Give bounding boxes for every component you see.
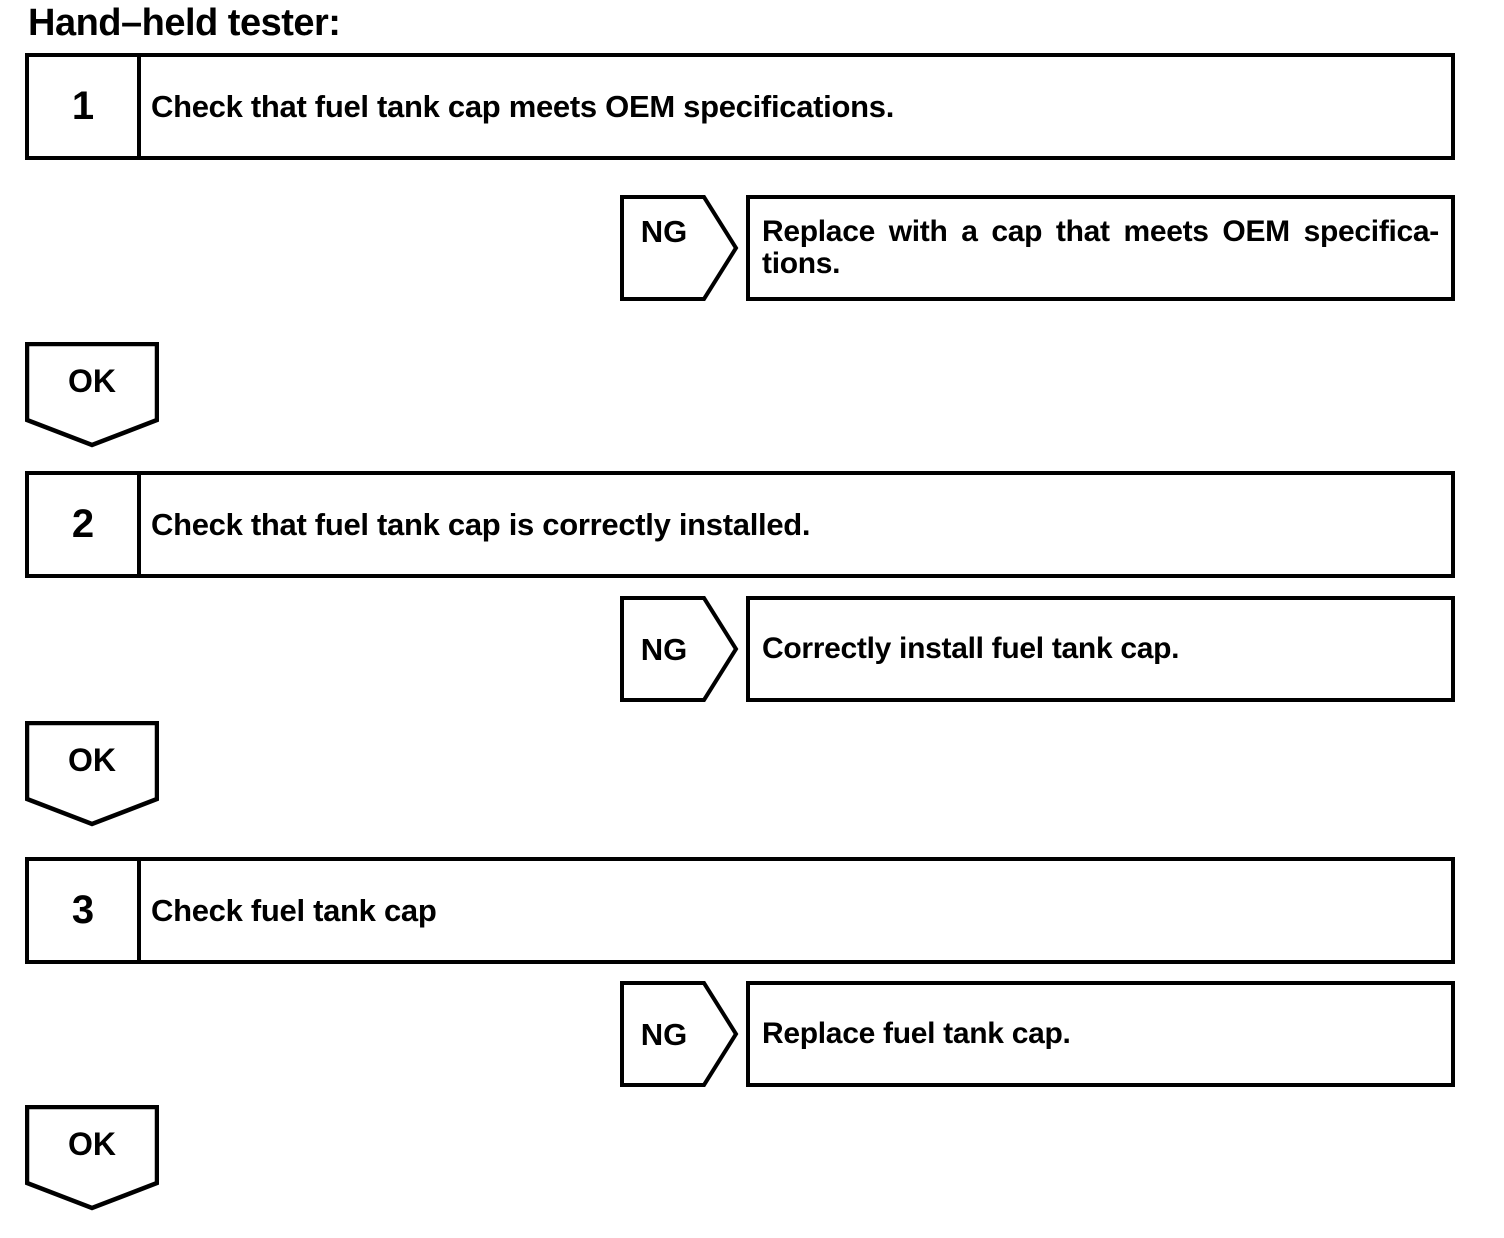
ok-label: OK <box>68 1126 116 1162</box>
step-instruction: Check that fuel tank cap is correctly in… <box>151 506 811 542</box>
ng-result-box: Correctly install fuel tank cap. <box>746 596 1455 702</box>
ng-branch-2: NG Correctly install fuel tank cap. <box>620 596 1455 702</box>
ok-label: OK <box>68 742 116 778</box>
ng-branch-3: NG Replace fuel tank cap. <box>620 981 1455 1087</box>
ok-arrow-icon: OK <box>25 342 159 448</box>
ok-label: OK <box>68 363 116 399</box>
page-title: Hand–held tester: <box>28 2 341 44</box>
step-box-3: 3 Check fuel tank cap <box>25 857 1455 964</box>
ng-result-box: Replace fuel tank cap. <box>746 981 1455 1087</box>
ng-result-text: Replace with a cap that meets OEM specif… <box>762 215 1439 280</box>
ng-arrow-icon: NG <box>620 195 739 301</box>
step-box-2: 2 Check that fuel tank cap is correctly … <box>25 471 1455 578</box>
ng-label: NG <box>641 1017 688 1052</box>
step-instruction: Check that fuel tank cap meets OEM speci… <box>151 88 895 124</box>
step-instruction: Check fuel tank cap <box>151 892 437 928</box>
step-box-1: 1 Check that fuel tank cap meets OEM spe… <box>25 53 1455 160</box>
ng-result-box: Replace with a cap that meets OEM specif… <box>746 195 1455 301</box>
ng-label: NG <box>641 632 688 667</box>
ng-branch-1: NG Replace with a cap that meets OEM spe… <box>620 195 1455 301</box>
ng-result-text: Replace fuel tank cap. <box>762 1017 1071 1050</box>
ng-arrow-icon: NG <box>620 981 739 1087</box>
ng-result-text: Correctly install fuel tank cap. <box>762 632 1180 665</box>
step-number: 1 <box>29 57 141 156</box>
ng-label: NG <box>641 214 688 249</box>
step-number: 3 <box>29 861 141 960</box>
ng-arrow-icon: NG <box>620 596 739 702</box>
ok-arrow-icon: OK <box>25 721 159 827</box>
step-number: 2 <box>29 475 141 574</box>
ok-arrow-icon: OK <box>25 1105 159 1211</box>
